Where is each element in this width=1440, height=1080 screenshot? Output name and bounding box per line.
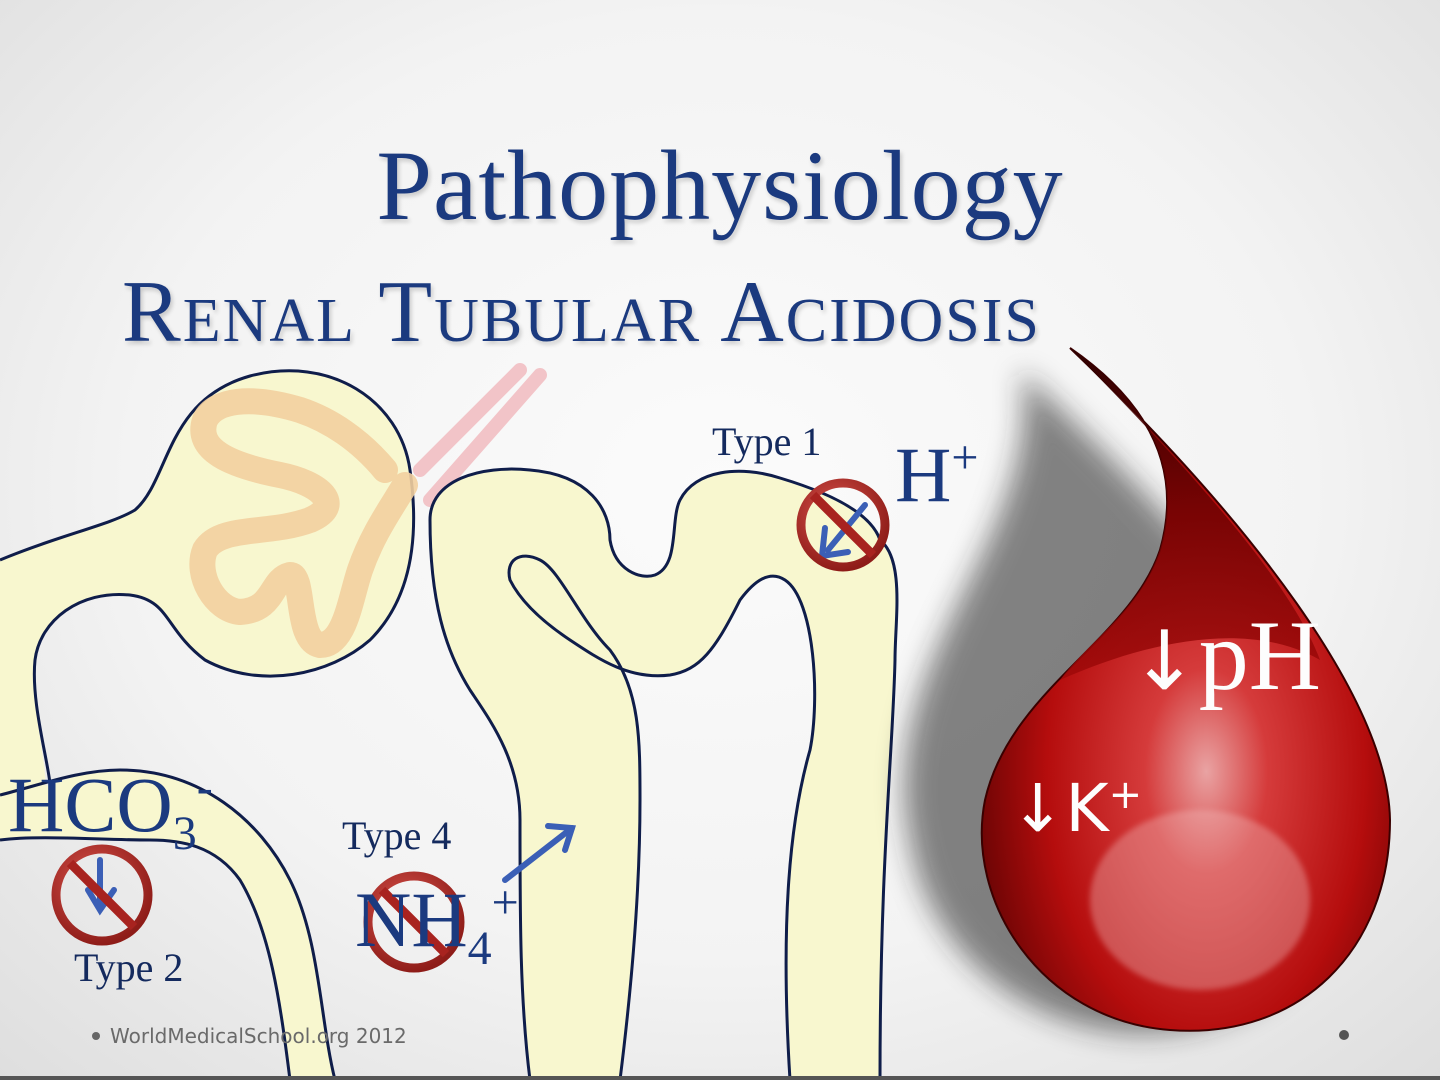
down-arrow-icon: ↓ (1130, 614, 1199, 709)
ion-charge: + (951, 431, 979, 484)
footer-credit: WorldMedicalSchool.org 2012 (92, 1024, 407, 1048)
proximal-tubule-lower (0, 768, 337, 1080)
bullet-icon (92, 1031, 100, 1040)
low-potassium-label: ↓K+ (1010, 770, 1142, 847)
low-ph-label: ↓pH (1130, 598, 1321, 713)
type2-label: Type 2 (74, 945, 184, 990)
ion-subscript: 4 (467, 922, 492, 975)
type1-ion: H+ (895, 430, 978, 520)
ion-symbol: HCO (8, 761, 173, 848)
slide-subtitle: Renal Tubular Acidosis (122, 264, 1041, 361)
ph-text: pH (1198, 600, 1321, 711)
ion-charge: + (1108, 772, 1143, 818)
blood-drop-icon (980, 347, 1392, 1032)
bowman-capsule-tubule (0, 369, 418, 801)
footer-text: WorldMedicalSchool.org 2012 (110, 1024, 407, 1048)
prohibited-sign-type2 (51, 844, 153, 946)
type4-label: Type 4 (342, 813, 452, 858)
potassium-text: K (1065, 770, 1109, 847)
type4-ion: NH4+ (355, 875, 519, 976)
ion-subscript: 3 (172, 807, 197, 860)
ion-symbol: H (895, 431, 952, 518)
slide-corner-dot (1339, 1030, 1349, 1040)
bottom-border (0, 1076, 1440, 1080)
type2-ion: HCO3- (8, 760, 213, 861)
slide-title: Pathophysiology (376, 130, 1064, 241)
ion-charge: - (196, 761, 213, 814)
prohibited-sign-type4 (363, 871, 465, 973)
ion-symbol: NH (355, 876, 468, 963)
ion-charge: + (491, 876, 519, 929)
down-arrow-icon: ↓ (1010, 770, 1066, 847)
prohibited-sign-type1 (796, 478, 890, 572)
type1-label: Type 1 (712, 419, 822, 464)
vessels (413, 363, 547, 507)
